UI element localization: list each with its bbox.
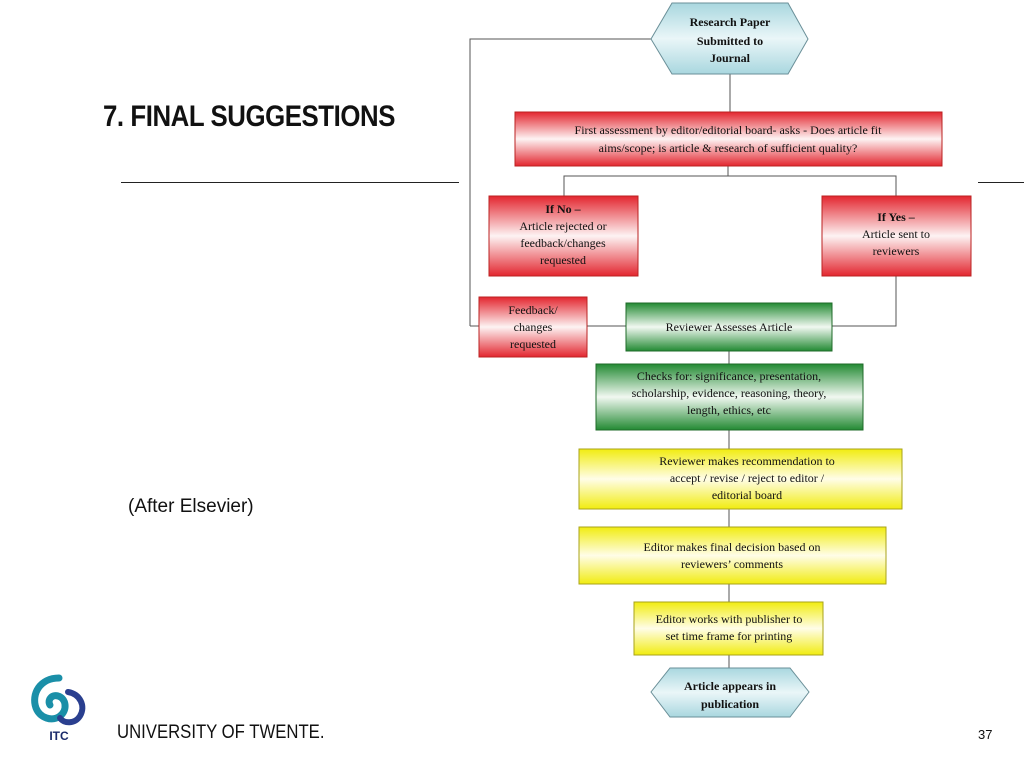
connector-split-branches bbox=[563, 175, 897, 196]
node-if-yes-line-3: reviewers bbox=[873, 244, 920, 258]
itc-logo: ITC bbox=[31, 674, 86, 743]
source-caption: (After Elsevier) bbox=[128, 496, 254, 517]
node-start-line-1: Research Paper bbox=[690, 15, 771, 29]
node-editor-decision: Editor makes final decision based on rev… bbox=[578, 526, 887, 585]
node-end-line-1: Article appears in bbox=[684, 679, 776, 693]
node-assessment-line-2: aims/scope; is article & research of suf… bbox=[599, 141, 858, 155]
node-if-yes-line-1: If Yes – bbox=[877, 210, 916, 224]
node-first-assessment: First assessment by editor/editorial boa… bbox=[514, 111, 943, 167]
node-end: Article appears in publication bbox=[650, 667, 810, 718]
node-if-no: If No – Article rejected or feedback/cha… bbox=[488, 195, 639, 277]
node-start-line-2: Submitted to bbox=[697, 34, 763, 48]
node-checks-line-2: scholarship, evidence, reasoning, theory… bbox=[632, 386, 827, 400]
node-if-no-line-3: feedback/changes bbox=[520, 236, 606, 250]
node-recommend-line-3: editorial board bbox=[712, 488, 782, 502]
node-if-no-line-2: Article rejected or bbox=[519, 219, 606, 233]
connector-yes-reviewer bbox=[832, 276, 897, 327]
node-recommendation: Reviewer makes recommendation to accept … bbox=[578, 448, 903, 510]
title-rule-left bbox=[121, 182, 459, 183]
connectors bbox=[469, 38, 897, 668]
node-if-no-line-4: requested bbox=[540, 253, 586, 267]
node-checks-line-1: Checks for: significance, presentation, bbox=[637, 369, 821, 383]
connector-feedback-loop bbox=[469, 38, 651, 326]
node-publisher: Editor works with publisher to set time … bbox=[633, 601, 824, 656]
node-start: Research Paper Submitted to Journal bbox=[650, 2, 809, 75]
node-start-line-3: Journal bbox=[710, 51, 751, 65]
node-feedback-line-2: changes bbox=[514, 320, 553, 334]
node-checks: Checks for: significance, presentation, … bbox=[595, 363, 864, 431]
node-publisher-line-2: set time frame for printing bbox=[666, 629, 793, 643]
node-feedback-line-1: Feedback/ bbox=[508, 303, 558, 317]
node-publisher-line-1: Editor works with publisher to bbox=[656, 612, 803, 626]
itc-swirl-icon bbox=[31, 674, 86, 726]
node-end-line-2: publication bbox=[701, 697, 759, 711]
node-decision-line-1: Editor makes final decision based on bbox=[644, 540, 821, 554]
slide-title: 7. FINAL SUGGESTIONS bbox=[103, 100, 395, 133]
node-decision-line-2: reviewers’ comments bbox=[681, 557, 783, 571]
node-recommend-line-1: Reviewer makes recommendation to bbox=[659, 454, 835, 468]
node-if-yes: If Yes – Article sent to reviewers bbox=[821, 195, 972, 277]
node-checks-line-3: length, ethics, etc bbox=[687, 403, 771, 417]
node-recommend-line-2: accept / revise / reject to editor / bbox=[670, 471, 825, 485]
node-assessment-line-1: First assessment by editor/editorial boa… bbox=[575, 123, 883, 137]
node-reviewer-assesses: Reviewer Assesses Article bbox=[625, 302, 833, 352]
node-feedback-line-3: requested bbox=[510, 337, 556, 351]
page-number: 37 bbox=[978, 727, 993, 742]
node-reviewer-line-1: Reviewer Assesses Article bbox=[666, 320, 793, 334]
university-name: UNIVERSITY OF TWENTE. bbox=[117, 722, 325, 743]
node-if-no-line-1: If No – bbox=[545, 202, 581, 216]
title-rule-right bbox=[978, 182, 1024, 183]
itc-logo-text: ITC bbox=[49, 729, 69, 743]
node-feedback: Feedback/ changes requested bbox=[478, 296, 588, 358]
node-if-yes-line-2: Article sent to bbox=[862, 227, 930, 241]
